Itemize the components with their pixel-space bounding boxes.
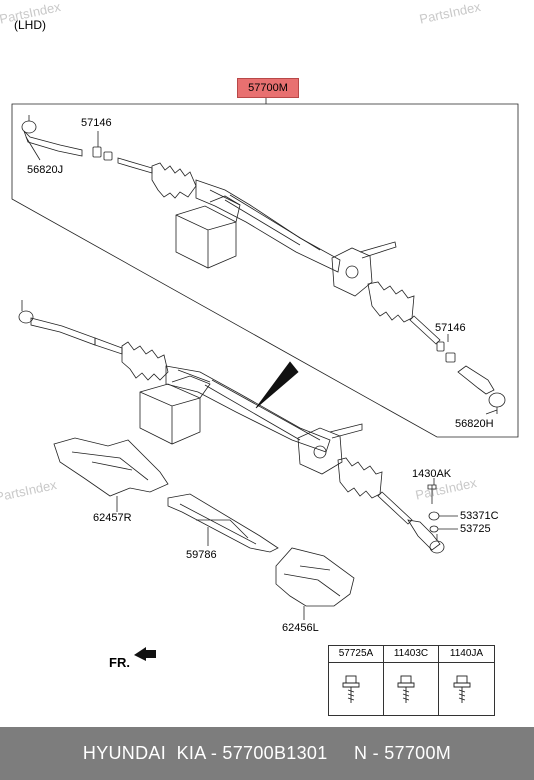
- label-53371c[interactable]: 53371C: [460, 510, 499, 522]
- boot-left-upper: [151, 162, 197, 199]
- boot-left-lower: [121, 341, 169, 381]
- label-57146-right[interactable]: 57146: [435, 322, 466, 334]
- plate-59786: [167, 493, 279, 553]
- steering-gear-diagram: [11, 97, 519, 703]
- nut-57146-right: [436, 341, 445, 352]
- tie-rod-end-left-lower: [18, 300, 96, 346]
- table-cell: [439, 663, 494, 715]
- rack-housing-upper: [195, 179, 341, 273]
- footer-part-info: HYUNDAI KIA - 57700B1301 N - 57700M: [82, 743, 452, 763]
- label-57146-left[interactable]: 57146: [81, 117, 112, 129]
- motor-lower: [139, 383, 201, 445]
- bolt-icon: [342, 675, 360, 703]
- pinion-housing-upper: [331, 247, 373, 297]
- table-cell: [384, 663, 439, 715]
- front-indicator: FR.: [109, 655, 130, 670]
- table-header[interactable]: 1140JA: [439, 646, 494, 663]
- assembly-part-number[interactable]: 57700M: [237, 78, 299, 98]
- bolt-icon: [453, 675, 471, 703]
- label-62457r[interactable]: 62457R: [93, 512, 132, 524]
- table-cell: [329, 663, 384, 715]
- rack-housing-lower: [165, 365, 331, 453]
- boot-right-lower: [337, 457, 383, 499]
- fastener-table: 57725A 11403C 1140JA: [328, 645, 495, 716]
- tie-rod-end-right-lower: [407, 519, 445, 554]
- table-header[interactable]: 11403C: [384, 646, 439, 663]
- label-1430ak[interactable]: 1430AK: [412, 468, 452, 480]
- tie-rod-end-right-upper: [457, 365, 506, 414]
- pinion-housing-lower: [297, 427, 343, 475]
- variant-label: (LHD): [14, 18, 46, 32]
- label-53725[interactable]: 53725: [460, 523, 491, 535]
- label-62456l[interactable]: 62456L: [282, 622, 319, 634]
- tie-rod-end-left-upper: [21, 115, 83, 157]
- table-header[interactable]: 57725A: [329, 646, 384, 663]
- footer-bar: HYUNDAI KIA - 57700B1301 N - 57700M: [0, 727, 534, 780]
- nut-53371c: [428, 511, 440, 521]
- motor-upper: [175, 205, 237, 269]
- bracket-62456l: [275, 547, 355, 607]
- pin-53725: [429, 525, 439, 533]
- assembly-arrow: [255, 361, 299, 409]
- nut-57146-left: [92, 146, 102, 158]
- boot-right-upper: [367, 281, 415, 323]
- bolt-icon: [397, 675, 415, 703]
- front-arrow-icon: [134, 647, 156, 661]
- label-56820h[interactable]: 56820H: [455, 418, 494, 430]
- label-56820j[interactable]: 56820J: [27, 164, 64, 176]
- label-59786[interactable]: 59786: [186, 549, 217, 561]
- bracket-62457r: [53, 437, 169, 497]
- assembly-box: [11, 103, 519, 438]
